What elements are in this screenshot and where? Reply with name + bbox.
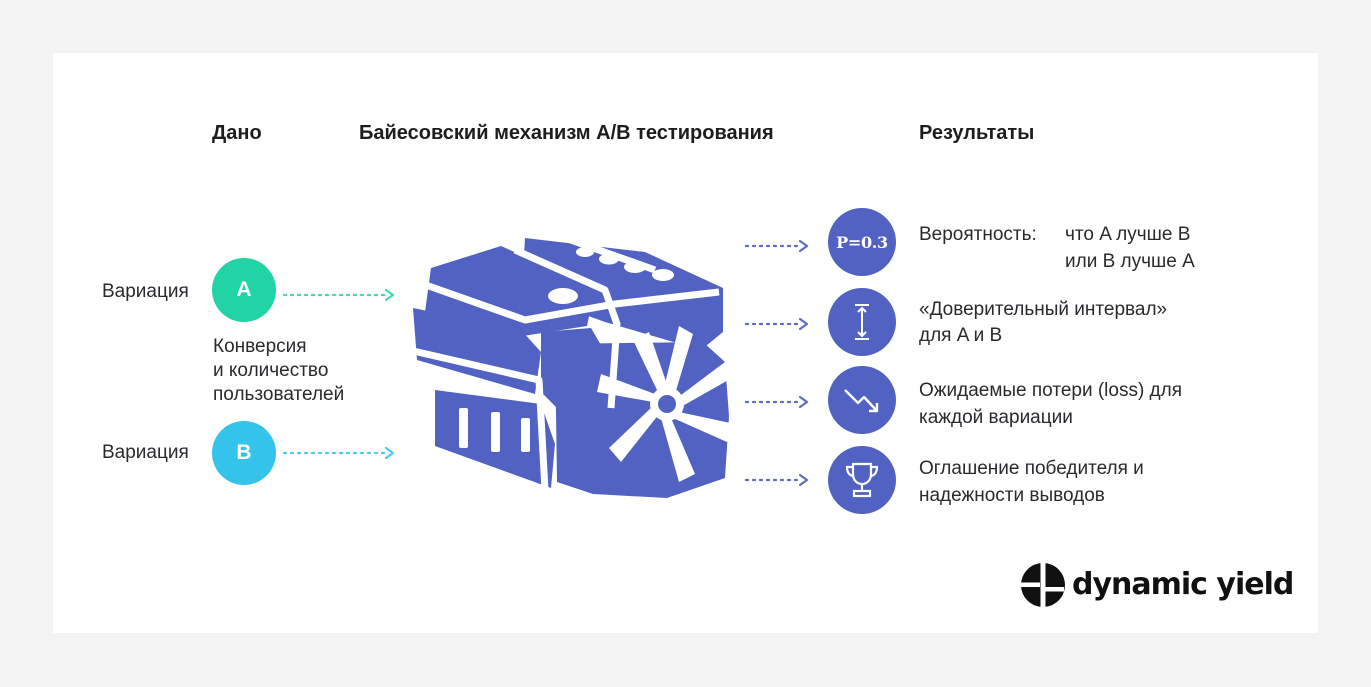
engine-icon	[405, 232, 735, 502]
input-description-line1: Конверсия	[213, 335, 307, 359]
arrow-to-winner	[744, 470, 814, 490]
winner-line1: Оглашение победителя и	[919, 456, 1144, 481]
variation-a-label: Вариация	[102, 279, 189, 304]
probability-value: P=0.3	[836, 233, 888, 252]
winner-circle	[828, 446, 896, 514]
dynamic-yield-logo: dynamic yield	[1020, 562, 1293, 608]
variation-b-circle: B	[212, 421, 276, 485]
heading-engine: Байесовский механизм A/B тестирования	[359, 121, 774, 145]
winner-line2: надежности выводов	[919, 483, 1105, 508]
dynamic-yield-logo-icon	[1020, 562, 1066, 608]
input-description-line2: и количество	[213, 359, 328, 383]
interval-line2: для A и B	[919, 323, 1002, 348]
interval-line1: «Доверительный интервал»	[919, 297, 1167, 322]
arrow-to-interval	[744, 314, 814, 334]
probability-line1: что A лучше B	[1065, 222, 1190, 247]
trophy-icon	[844, 461, 880, 499]
interval-icon	[847, 302, 877, 342]
probability-label: Вероятность:	[919, 222, 1037, 247]
arrow-b-to-engine	[282, 443, 400, 463]
arrow-a-to-engine	[282, 285, 400, 305]
arrow-to-loss	[744, 392, 814, 412]
loss-circle	[828, 366, 896, 434]
probability-badge: P=0.3	[828, 208, 896, 276]
loss-line2: каждой вариации	[919, 405, 1073, 430]
probability-line2: или B лучше A	[1065, 249, 1195, 274]
variation-b-label: Вариация	[102, 440, 189, 465]
variation-b-letter: B	[236, 441, 251, 465]
variation-a-letter: A	[236, 278, 251, 302]
heading-given: Дано	[212, 121, 262, 145]
heading-results: Результаты	[919, 121, 1034, 145]
variation-a-circle: A	[212, 258, 276, 322]
arrow-to-probability	[744, 236, 814, 256]
loss-line1: Ожидаемые потери (loss) для	[919, 378, 1182, 403]
interval-circle	[828, 288, 896, 356]
logo-text: dynamic yield	[1072, 567, 1293, 603]
trending-down-icon	[842, 383, 882, 417]
input-description-line3: пользователей	[213, 383, 344, 407]
